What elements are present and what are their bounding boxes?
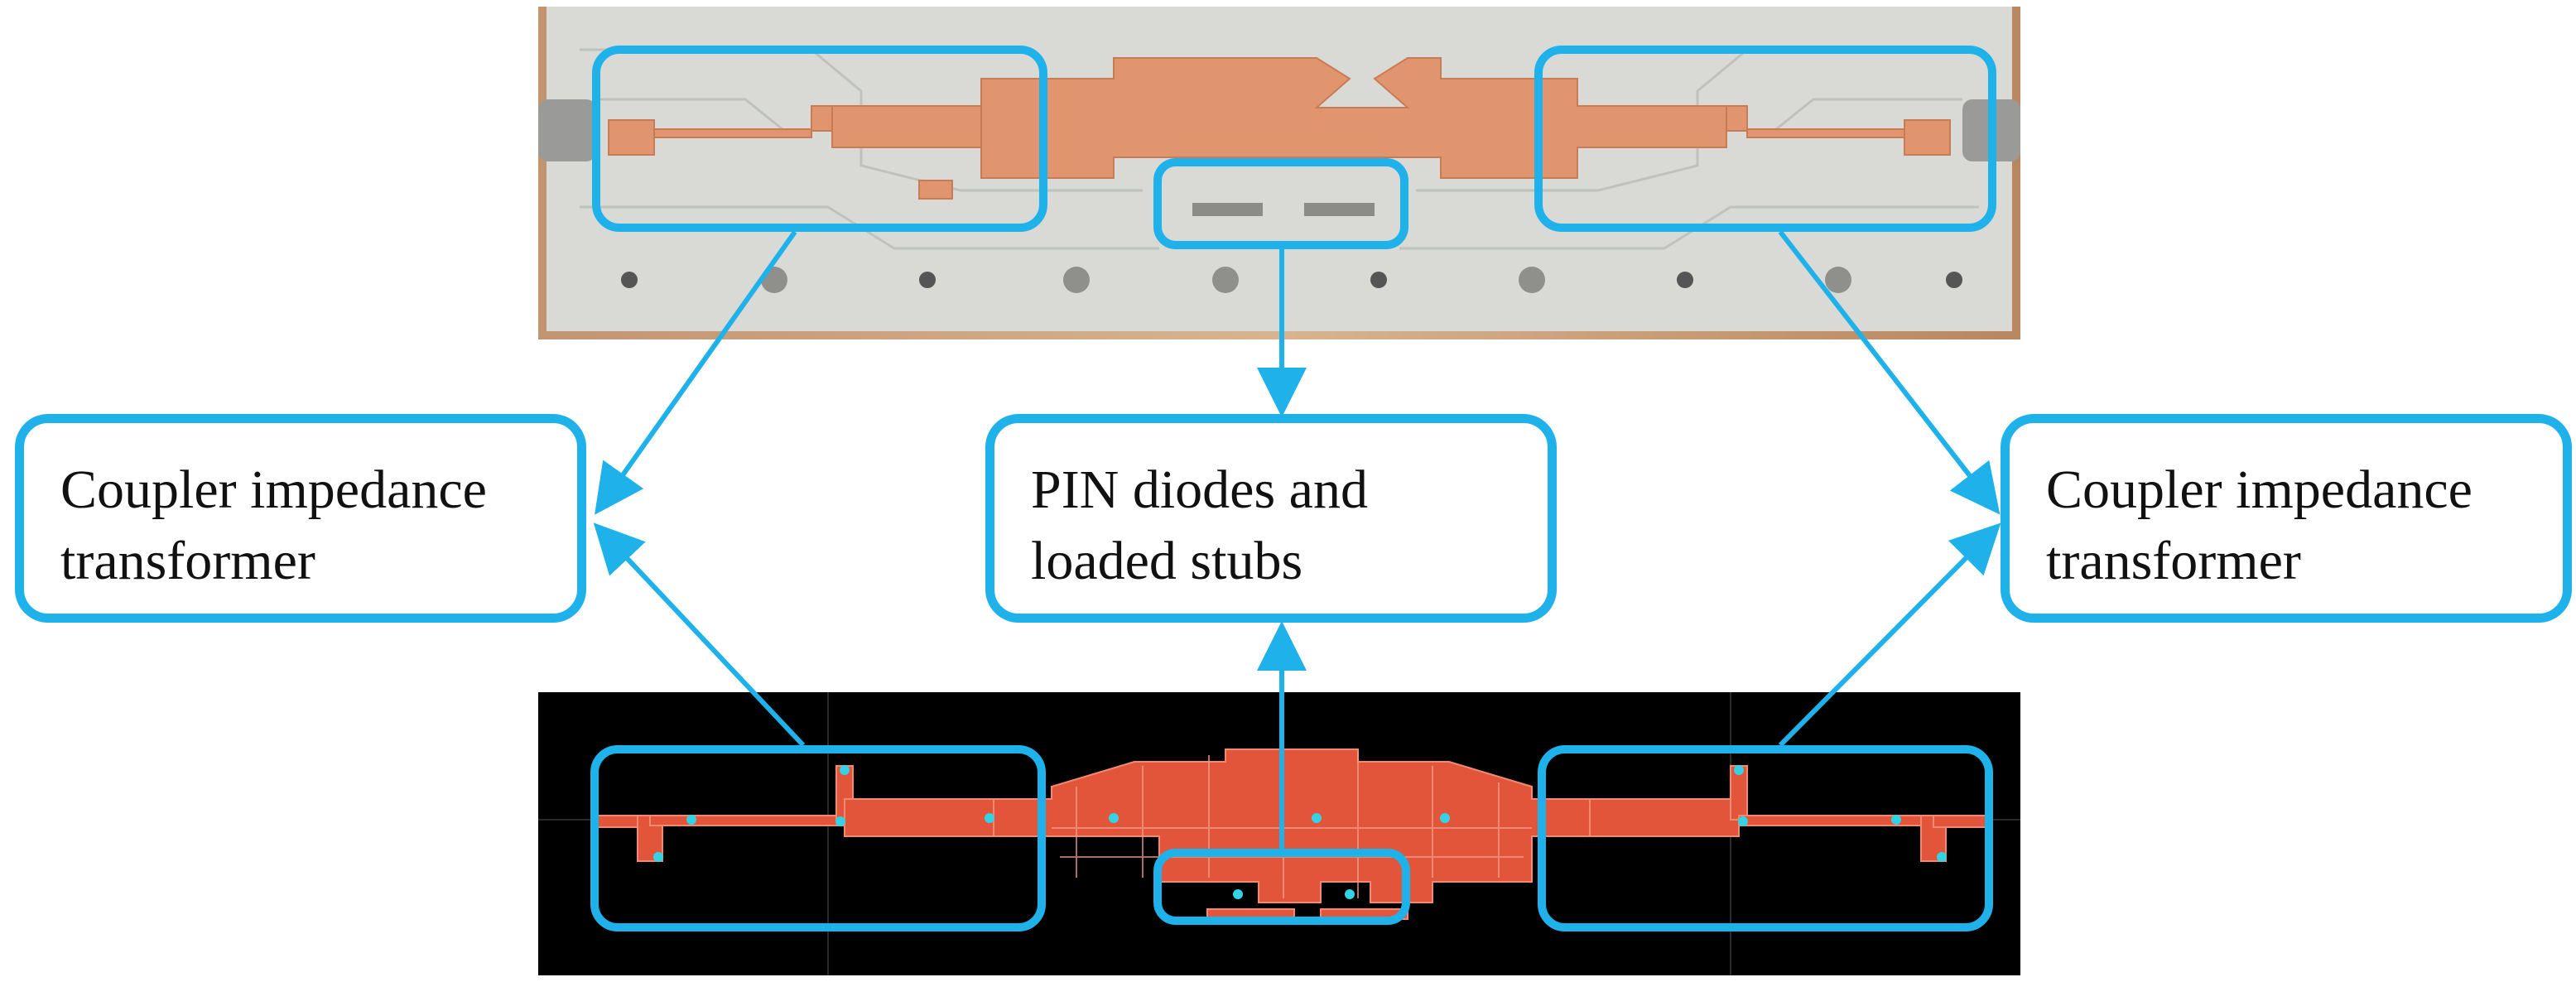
callout-pin-diodes-loaded-stubs: PIN diodes and loaded stubs: [985, 414, 1557, 623]
photo-box-right: [1534, 46, 1996, 232]
arrow-layout-right: [1778, 522, 2001, 748]
port-markers: [653, 765, 1947, 899]
callout-middle-line1: PIN diodes and: [1031, 460, 1368, 520]
mounting-holes: [621, 267, 1962, 293]
photo-highlight-boxes: [592, 46, 1996, 249]
photo-box-middle: [1153, 158, 1408, 249]
pin-diode-right: [1304, 203, 1375, 216]
layout-box-middle: [1153, 849, 1410, 925]
connector-arrows: [593, 230, 2001, 849]
layout-box-right: [1538, 745, 1993, 931]
callout-middle-line2: loaded stubs: [1031, 530, 1303, 591]
callout-right-line2: transformer: [2046, 530, 2301, 591]
arrow-photo-left: [595, 230, 797, 515]
layout-highlight-boxes: [590, 745, 1993, 931]
arrow-layout-left: [593, 522, 806, 748]
pin-diode-left: [1192, 203, 1263, 216]
sma-connector-left: [538, 99, 596, 161]
callout-left-line1: Coupler impedance: [60, 460, 487, 520]
callout-right-line1: Coupler impedance: [2046, 460, 2472, 520]
prototype-photo: [538, 7, 2020, 339]
photo-box-left: [592, 46, 1047, 232]
callout-coupler-impedance-transformer-right: Coupler impedance transformer: [2001, 414, 2572, 623]
layout-box-left: [590, 745, 1046, 931]
arrow-photo-right: [1778, 230, 2001, 515]
callout-coupler-impedance-transformer-left: Coupler impedance transformer: [15, 414, 586, 623]
callout-left-line2: transformer: [60, 530, 315, 591]
